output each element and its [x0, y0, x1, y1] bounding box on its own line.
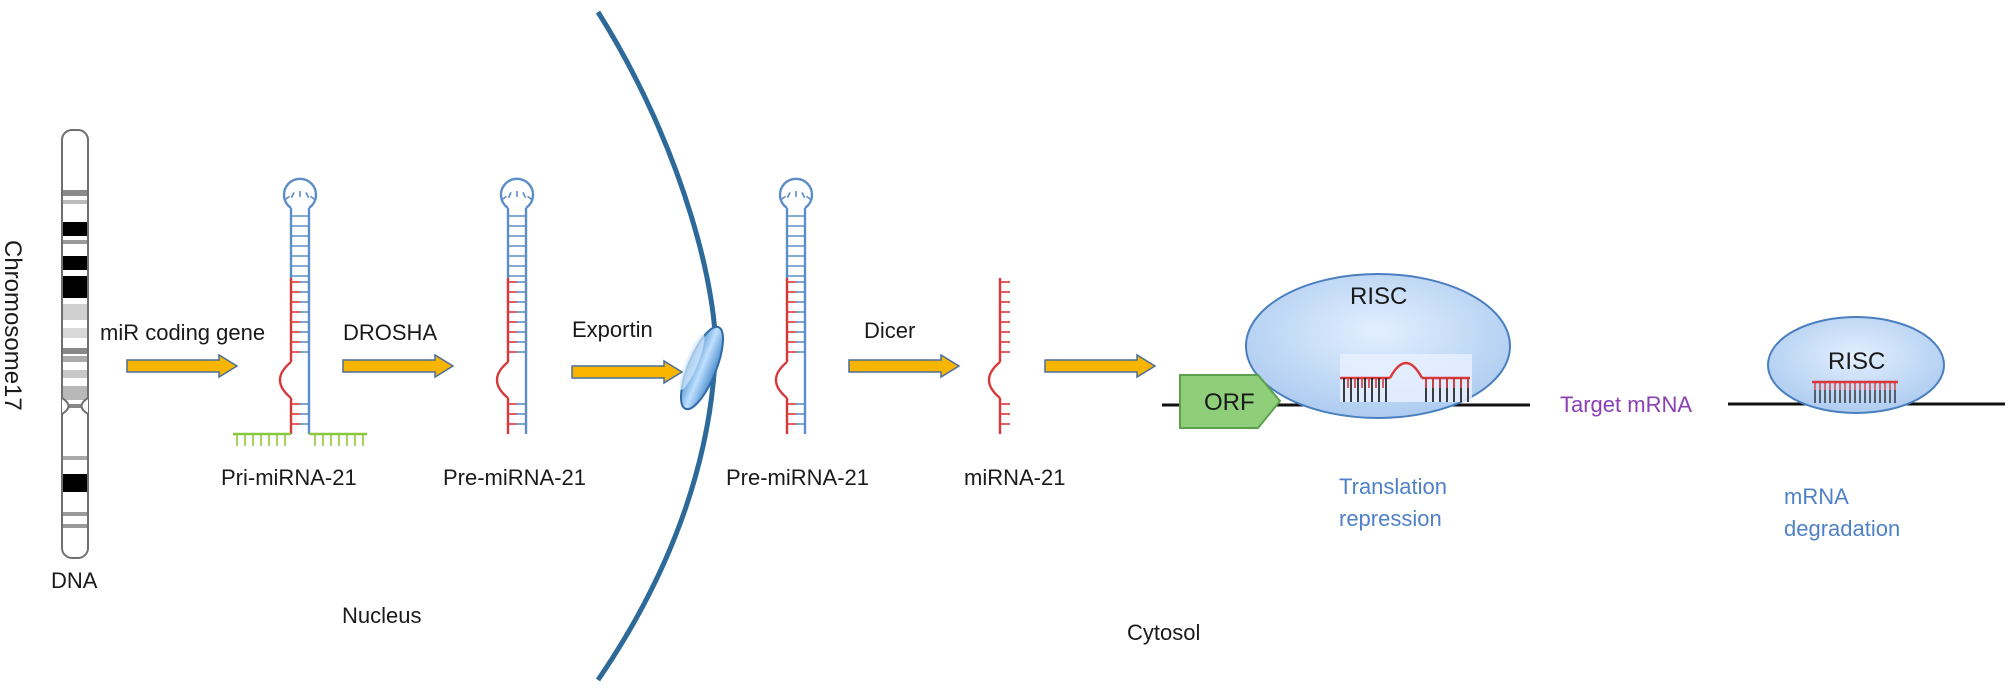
pri-mirna-hairpin [233, 177, 367, 446]
pre-mirna-cytosol-label: Pre-miRNA-21 [726, 465, 870, 490]
process-arrow [1044, 353, 1157, 379]
cytosol-label: Cytosol [1127, 620, 1201, 645]
pre-mirna-nucleus-label: Pre-miRNA-21 [443, 465, 587, 490]
process-arrows [126, 353, 1157, 385]
pre-mirna-hairpin-cytosol [774, 177, 814, 434]
pre-mirna-hairpin-nucleus [495, 177, 535, 434]
risc-bound-mirna-right [1812, 380, 1898, 403]
risc-label-right: RISC [1828, 348, 1886, 375]
nucleus-label: Nucleus [342, 603, 422, 628]
translation-repression-line2: repression [1339, 506, 1442, 531]
mature-mirna-strand [987, 278, 1010, 434]
risc-mrna-degradation [1728, 316, 2005, 414]
risc-translation-repression [1162, 273, 1530, 429]
mrna-degradation-line1: mRNA [1784, 484, 1849, 509]
process-arrow [342, 353, 455, 379]
process-arrow [571, 359, 684, 385]
step-label-drosha: DROSHA [343, 320, 438, 345]
mature-mirna-label: miRNA-21 [964, 465, 1066, 490]
risc-label-left: RISC [1350, 283, 1408, 310]
step-label-mir-coding-gene: miR coding gene [100, 320, 266, 345]
translation-repression-line1: Translation [1339, 474, 1448, 499]
process-arrow [126, 353, 239, 379]
chromosome-ideogram [61, 129, 89, 559]
step-label-exportin: Exportin [572, 317, 653, 342]
chromosome-label: Chromosome17 [0, 240, 26, 411]
orf-box [1179, 374, 1282, 429]
risc-bound-mirna-left [1340, 361, 1470, 402]
mrna-degradation-line2: degradation [1784, 516, 1901, 541]
dna-label: DNA [51, 568, 98, 593]
exportin-pore-icon [679, 325, 724, 411]
pri-mirna-label: Pri-miRNA-21 [221, 465, 357, 490]
step-label-dicer: Dicer [864, 318, 916, 343]
target-mrna-label: Target mRNA [1560, 392, 1693, 417]
process-arrow [848, 353, 961, 379]
orf-label: ORF [1204, 389, 1255, 416]
risc-complex-right [1767, 316, 1945, 414]
